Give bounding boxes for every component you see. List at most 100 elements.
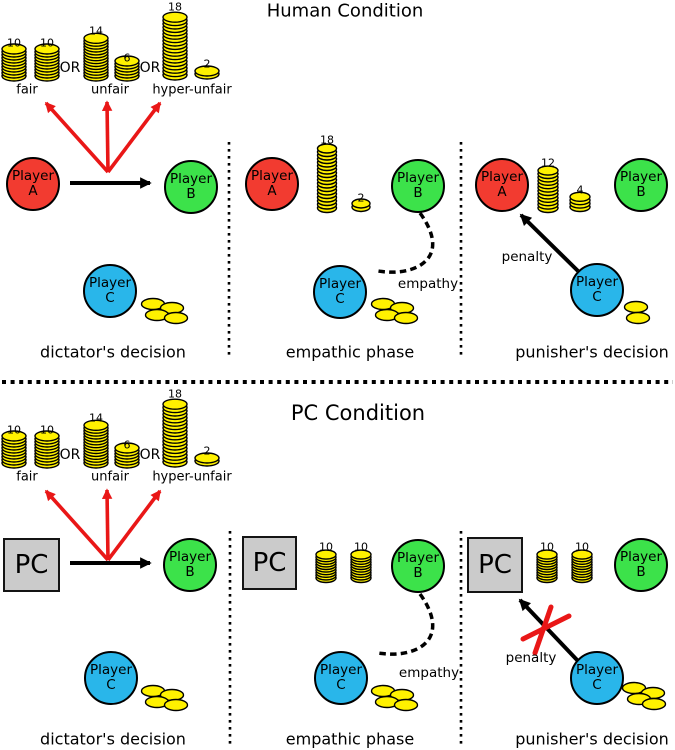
- coin-count-label: 6: [123, 51, 131, 65]
- coin: [316, 143, 338, 154]
- coin-count-label: 10: [7, 36, 21, 50]
- or-label: OR: [59, 447, 81, 463]
- coin: [351, 198, 371, 209]
- coins-layer: [1, 11, 667, 712]
- red-choice-arrow: [101, 488, 113, 561]
- coin: [83, 419, 109, 431]
- coin: [34, 430, 60, 442]
- player-letter: C: [592, 289, 602, 305]
- coin: [350, 549, 372, 560]
- player-letter: A: [497, 184, 507, 200]
- coin-count-label: 18: [168, 0, 182, 14]
- player-word: Player: [11, 168, 54, 184]
- coin: [194, 452, 220, 464]
- coin: [315, 549, 337, 560]
- coin-count-label: 4: [576, 183, 584, 197]
- red-choice-arrow: [101, 100, 113, 173]
- player-word: Player: [619, 549, 662, 565]
- coin-cluster: [140, 297, 189, 325]
- coin-stack: [316, 143, 338, 214]
- coin-stack: [162, 11, 188, 81]
- fair-label: fair: [16, 82, 38, 98]
- hyper-unfair-label: hyper-unfair: [152, 82, 232, 98]
- coin-count-label: 10: [40, 423, 54, 437]
- coin-count-label: 10: [575, 540, 589, 554]
- coin-cluster: [140, 684, 189, 712]
- player-word: Player: [168, 549, 211, 565]
- unfair-label: unfair: [91, 82, 129, 98]
- dictator-caption: dictator's decision: [40, 342, 186, 362]
- pc-box: PC: [467, 537, 523, 593]
- empathic-caption: empathic phase: [285, 729, 415, 749]
- coin-stack: [194, 65, 220, 80]
- red-choice-arrow: [106, 101, 162, 174]
- coin-count-label: 10: [354, 540, 368, 554]
- coin-stack: [83, 32, 109, 82]
- coin: [571, 549, 593, 560]
- coin-stack: [536, 549, 558, 584]
- coin-stack: [315, 549, 337, 584]
- coin-stack: [1, 430, 27, 469]
- coin: [83, 32, 109, 44]
- coin: [1, 430, 27, 442]
- coin-count-label: 14: [89, 24, 103, 38]
- coin-stack: [1, 43, 27, 82]
- coin: [623, 300, 649, 314]
- empathic-caption: empathic phase: [285, 342, 415, 362]
- coin-stack: [114, 442, 140, 469]
- coin: [625, 311, 651, 325]
- human-condition-title: Human Condition: [266, 0, 424, 22]
- choice-fan-human: [44, 100, 162, 174]
- pc-label: PC: [252, 548, 287, 578]
- coin-count-label: 2: [357, 191, 365, 205]
- coin-stack: [537, 165, 559, 214]
- player-word: Player: [619, 169, 662, 185]
- penalty-arrow: [519, 213, 580, 273]
- or-label: OR: [139, 447, 161, 463]
- coin-count-label: 10: [40, 36, 54, 50]
- coin: [163, 698, 189, 712]
- punisher-caption: punisher's decision: [515, 729, 669, 749]
- pc-box: PC: [242, 536, 297, 590]
- player-letter: B: [413, 185, 423, 201]
- player-letter: C: [592, 677, 602, 693]
- coin-stack: [114, 55, 140, 82]
- coin-cluster: [370, 297, 419, 325]
- coin-count-label: 10: [319, 540, 333, 554]
- dictator-caption: dictator's decision: [40, 729, 186, 749]
- player-word: Player: [318, 276, 361, 292]
- unfair-label: unfair: [91, 469, 129, 485]
- empathy-curve: [377, 211, 435, 274]
- coin: [194, 65, 220, 77]
- penalty-arrow: [518, 598, 580, 663]
- coin: [114, 55, 140, 67]
- pc-label: PC: [478, 550, 512, 580]
- coin-stack: [34, 43, 60, 82]
- coin: [162, 11, 188, 23]
- player-letter: B: [185, 564, 195, 580]
- coin-stack: [350, 549, 372, 584]
- empathy-curve: [377, 592, 435, 656]
- penalty-label: penalty: [501, 249, 553, 265]
- player-word: Player: [169, 171, 212, 187]
- or-label: OR: [59, 60, 81, 76]
- player-word: Player: [319, 662, 362, 678]
- coin: [1, 43, 27, 55]
- red-choice-arrow: [44, 489, 110, 562]
- coin-count-label: 14: [89, 411, 103, 425]
- coin-stack: [351, 198, 371, 213]
- choice-fan-pc: [44, 488, 162, 562]
- coin-count-label: 6: [123, 438, 131, 452]
